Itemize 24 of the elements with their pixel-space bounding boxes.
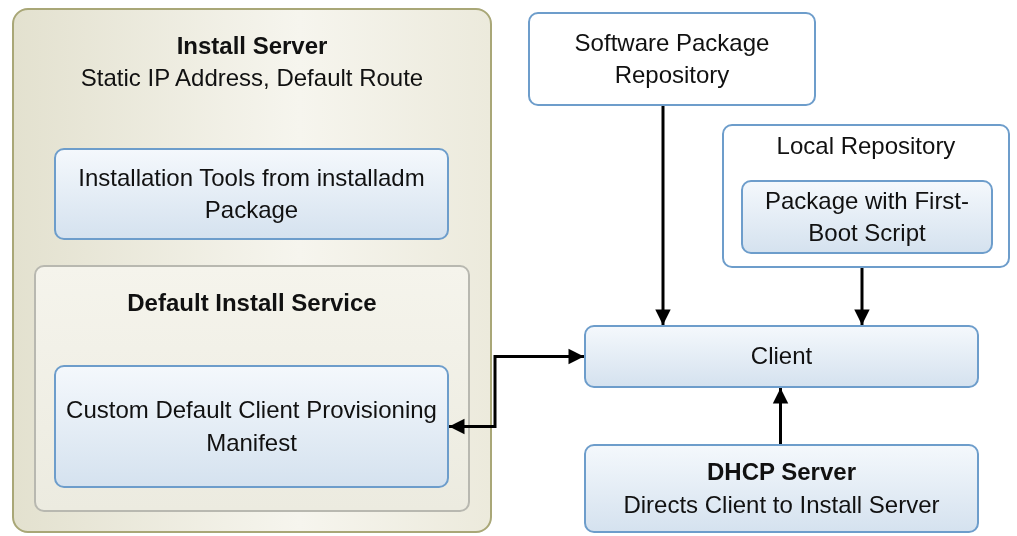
box-heading: Install Server [176, 31, 328, 61]
process-box [54, 148, 449, 240]
arrow [772, 388, 789, 444]
box-heading: Local Repository [776, 131, 956, 161]
box-heading: Installation Tools from installadm Package [77, 162, 426, 225]
arrow [854, 268, 870, 325]
process-box [584, 325, 979, 388]
box-heading: Default Install Service [127, 288, 377, 318]
box-heading: Custom Default Client Provisioning Manifest [65, 395, 438, 458]
box-heading: Software Package Repository [573, 27, 771, 90]
container-box [12, 8, 492, 533]
arrow [655, 106, 671, 325]
process-box [528, 12, 816, 106]
box-heading: DHCP Server [707, 457, 856, 488]
process-box [584, 444, 979, 533]
container-box [722, 124, 1010, 268]
arrow [449, 348, 584, 435]
box-text: Static IP Address, Default Route [80, 63, 424, 94]
box-text: Directs Client to Install Server [623, 489, 940, 520]
process-box [741, 180, 993, 254]
process-box [54, 365, 449, 488]
container-box [34, 265, 470, 512]
box-heading: Client [750, 341, 813, 372]
box-heading: Package with First-Boot Script [763, 185, 971, 248]
